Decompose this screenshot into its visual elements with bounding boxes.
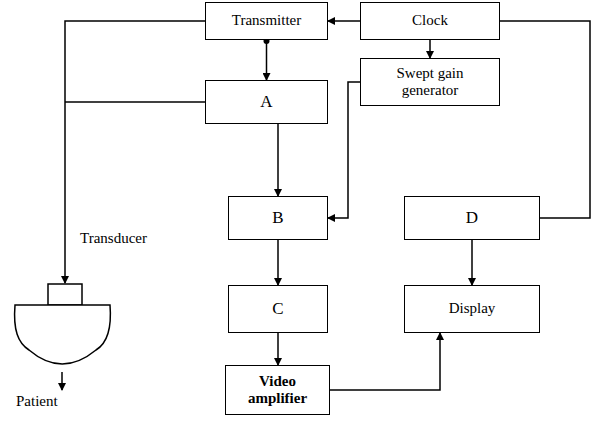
box-text: D [466,208,478,228]
box-text: Swept gain generator [380,65,480,100]
transducer-label: Transducer [80,230,147,247]
beam-arrow [61,372,63,390]
receive-wire [65,101,205,103]
patient-label: Patient [16,393,58,410]
block-c: C [228,285,328,333]
signal-connector [500,21,590,218]
signal-connector [328,82,360,218]
signal-connector [277,124,279,196]
swept-gain-box: Swept gain generator [360,58,500,106]
box-text: C [272,299,283,319]
signal-connector [266,40,268,80]
clock-box: Clock [360,2,500,40]
video-amplifier-box: Video amplifier [225,365,330,415]
signal-connector [277,333,279,365]
probe-handle [48,284,82,305]
signal-connector [328,20,360,22]
signal-connector [471,240,473,285]
drive-wire [65,21,205,283]
block-d: D [404,196,540,240]
box-text: A [260,92,272,112]
box-text: Clock [412,12,448,29]
box-text: Transmitter [232,12,301,29]
signal-connector [330,333,440,390]
block-b: B [228,196,328,240]
display-box: Display [404,285,540,333]
box-text: B [272,208,283,228]
signal-connector [277,240,279,285]
probe-head [15,305,111,364]
box-text: Display [449,300,496,317]
signal-connector [429,40,431,58]
transmitter-box: Transmitter [205,2,328,40]
block-a: A [205,80,328,124]
box-text: Video amplifier [233,373,323,408]
